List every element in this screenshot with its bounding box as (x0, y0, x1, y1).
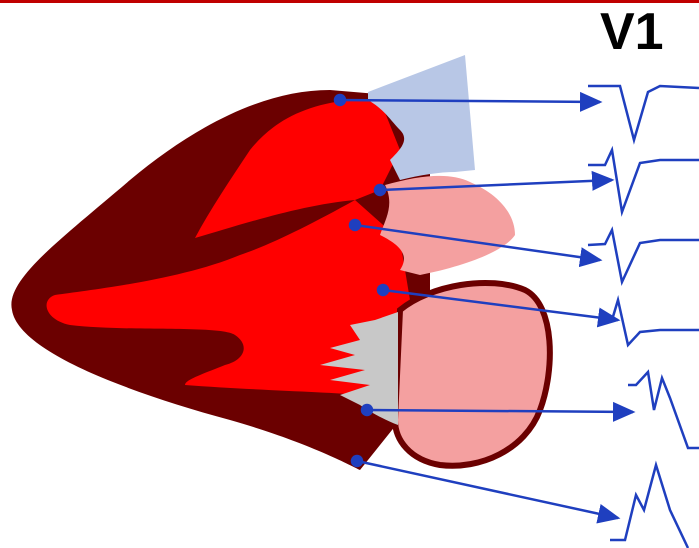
ecg-trace-4 (612, 300, 699, 345)
ecg-trace-3 (588, 230, 699, 282)
ecg-trace-6 (610, 465, 688, 548)
ecg-trace-5 (628, 372, 699, 448)
arrow-6 (357, 461, 618, 518)
ventricle-chamber (395, 283, 550, 466)
ecg-trace-1 (588, 86, 699, 140)
ecg-traces (588, 86, 699, 548)
